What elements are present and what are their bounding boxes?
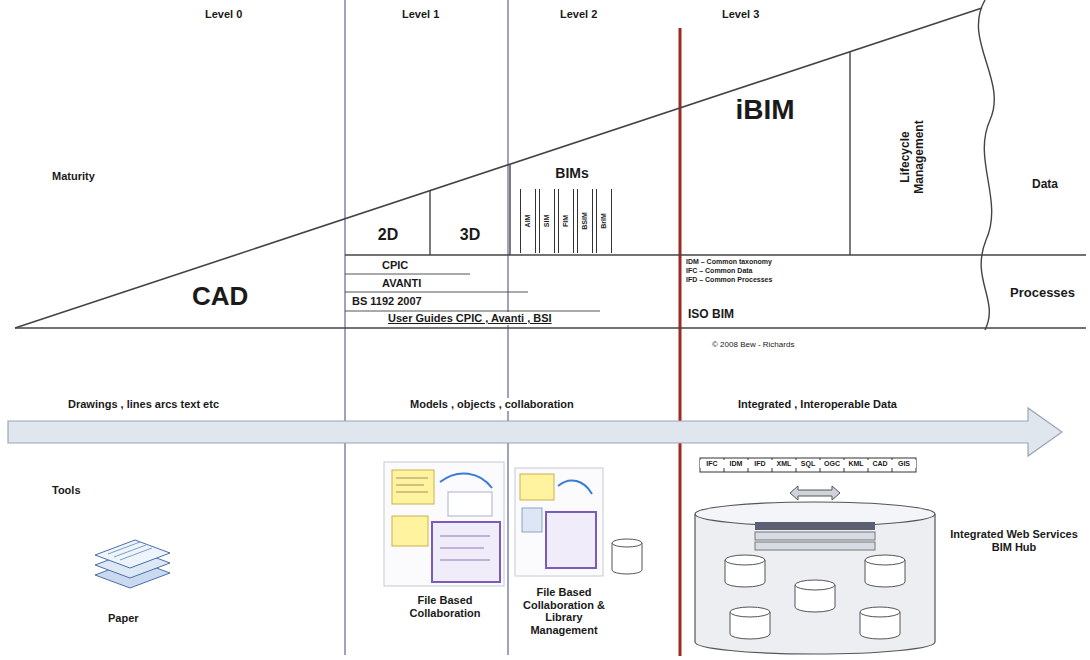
- process-label: User Guides CPIC , Avanti , BSI: [388, 312, 552, 325]
- bim-type-cell: AIM: [520, 189, 536, 253]
- cell-divider: [429, 191, 430, 255]
- standard-cell: GIS: [892, 460, 916, 468]
- standards-bar: [700, 458, 916, 472]
- row-label: Tools: [52, 484, 81, 497]
- document-lines: [396, 478, 428, 492]
- standard-note: IFD – Common Processes: [686, 276, 772, 284]
- model-frame: [546, 512, 596, 568]
- document-icon: [392, 470, 434, 504]
- lifecycle-cell: Lifecycle Management: [858, 62, 968, 252]
- cell-label: iBIM: [735, 94, 794, 126]
- cell-divider: [509, 164, 510, 255]
- service-layer: [755, 522, 875, 530]
- document-icon: [392, 516, 428, 546]
- level-heading: Level 3: [722, 8, 759, 21]
- tool-caption: Paper: [108, 612, 139, 625]
- bims-cell: BIMsAIM SIM FIM BSIM BrIM: [512, 165, 632, 253]
- copyright-note: © 2008 Bew - Richards: [712, 340, 794, 349]
- hub-cylinder: [695, 514, 935, 654]
- collaboration-picture: [515, 468, 603, 576]
- cell-divider: [849, 52, 850, 255]
- flow-curve: [440, 473, 492, 488]
- cell-label: FIM: [562, 215, 570, 227]
- tool-caption: Integrated Web Services BIM Hub: [950, 528, 1078, 553]
- level-heading: Level 2: [560, 8, 597, 21]
- cell-label: BSIM: [581, 212, 589, 230]
- database-icon-top: [860, 607, 900, 617]
- process-label: BS 1192 2007: [352, 295, 422, 308]
- standard-cell: CAD: [868, 460, 892, 468]
- tool-caption: File Based Collaboration & Library Manag…: [514, 586, 614, 637]
- paper-sheet: [95, 540, 170, 568]
- standard-cell: SQL: [796, 460, 820, 468]
- database-icon-top: [725, 555, 765, 565]
- standard-note: IDM – Common taxonomy: [686, 258, 772, 266]
- standard-cell: IFC: [700, 460, 724, 468]
- database-icon-top: [795, 580, 835, 590]
- database-icon-top: [730, 607, 770, 617]
- process-label: ISO BIM: [688, 308, 734, 322]
- stage-label: CAD: [192, 282, 248, 312]
- level-heading: Level 0: [205, 8, 242, 21]
- cell-label: SIM: [543, 215, 551, 227]
- library-cylinder: [612, 543, 642, 574]
- baseline: [15, 327, 1086, 329]
- bim-type-cell: BSIM: [577, 189, 593, 253]
- collaboration-picture: [384, 462, 504, 586]
- standards-bar-dividers: [724, 458, 892, 472]
- arrow-label: Drawings , lines arcs text etc: [68, 398, 219, 411]
- service-layer: [755, 542, 875, 550]
- standard-cell: IDM: [724, 460, 748, 468]
- process-underline: [345, 292, 528, 293]
- document-icon: [520, 474, 554, 500]
- cell-label: Lifecycle Management: [899, 107, 927, 207]
- model-lines: [440, 536, 490, 560]
- model-frame: [432, 522, 500, 582]
- maturity-slope: [15, 8, 982, 328]
- cell-label: BrIM: [600, 213, 608, 229]
- level-divider: [679, 28, 682, 656]
- paper-lines: [108, 542, 152, 560]
- database-icon-top: [865, 555, 905, 565]
- standard-cell: IFD: [748, 460, 772, 468]
- ibim-cell: iBIM: [690, 94, 840, 134]
- standard-note: IFC – Common Data: [686, 267, 753, 275]
- arrow-label: Integrated , Interoperable Data: [738, 398, 897, 411]
- row-label: Processes: [1010, 286, 1075, 301]
- process-underline: [345, 274, 470, 275]
- progress-arrow: [8, 408, 1062, 456]
- process-label: CPIC: [382, 259, 408, 272]
- service-layer: [755, 532, 875, 540]
- standard-cell: OGC: [820, 460, 844, 468]
- bim-type-cell: FIM: [558, 189, 574, 253]
- row-label: Data: [1032, 178, 1058, 192]
- cell-label: BIMs: [555, 165, 588, 181]
- document-icon: [448, 492, 492, 516]
- level-heading: Level 1: [402, 8, 439, 21]
- cell-label: AIM: [524, 215, 532, 228]
- exchange-arrow: [790, 486, 840, 500]
- wavy-edge: [978, 0, 994, 330]
- bim-type-cell: BrIM: [596, 189, 612, 253]
- axis-label: Maturity: [52, 170, 95, 183]
- document-icon: [522, 508, 542, 532]
- standard-cell: KML: [844, 460, 868, 468]
- bim-type-cell: SIM: [539, 189, 555, 253]
- library-cylinder-top: [612, 539, 642, 547]
- process-line: [345, 254, 1086, 255]
- cell-label: 2D: [378, 226, 398, 244]
- maturity-cell: 2D: [350, 226, 426, 252]
- tool-caption: File Based Collaboration: [390, 594, 500, 619]
- cell-label: 3D: [460, 226, 480, 244]
- flow-curve: [558, 480, 592, 494]
- arrow-label: Models , objects , collaboration: [410, 398, 574, 411]
- standard-cell: XML: [772, 460, 796, 468]
- maturity-cell: 3D: [436, 226, 504, 252]
- process-label: AVANTI: [382, 277, 421, 290]
